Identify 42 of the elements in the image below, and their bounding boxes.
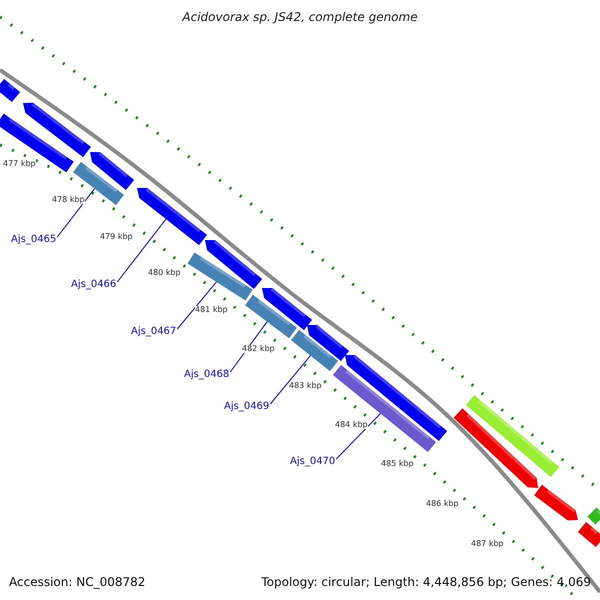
gene-bar xyxy=(307,325,350,362)
position-label: 482 kbp xyxy=(242,345,275,353)
gene-bar xyxy=(262,288,312,330)
gene-bar xyxy=(245,294,297,338)
gene-label: Ajs_0466 xyxy=(71,280,116,290)
gene-bar xyxy=(454,408,538,488)
gene-label: Ajs_0469 xyxy=(224,402,270,412)
gene-bar xyxy=(205,240,262,289)
gene-bar xyxy=(290,330,338,372)
position-label: 487 kbp xyxy=(471,540,504,548)
position-label: 485 kbp xyxy=(381,460,414,468)
accession-text: Accession: NC_008782 xyxy=(9,576,146,588)
gene-bar xyxy=(587,507,600,525)
gene-label: Ajs_0467 xyxy=(131,327,176,337)
genome-info-text: Topology: circular; Length: 4,448,856 bp; Genes: 4,069 xyxy=(261,576,591,588)
gene-label: Ajs_0468 xyxy=(184,370,230,380)
position-label: 477 kbp xyxy=(3,160,36,168)
gene-bar xyxy=(332,364,436,452)
leader-line xyxy=(270,355,311,404)
position-label: 478 kbp xyxy=(52,196,85,204)
leader-line xyxy=(176,281,217,330)
gene-label: Ajs_0470 xyxy=(290,457,336,467)
gene-bar xyxy=(137,188,208,246)
gene-bar xyxy=(466,395,560,477)
position-label: 483 kbp xyxy=(289,382,322,390)
title: Acidovorax sp. JS42, complete genome xyxy=(180,11,419,23)
gene-bar xyxy=(0,78,20,102)
gene-label: Ajs_0465 xyxy=(11,235,56,245)
leader-line xyxy=(336,413,381,460)
leader-line xyxy=(116,218,166,282)
gene-bar xyxy=(188,252,252,300)
gene-bar xyxy=(534,484,578,520)
position-label: 481 kbp xyxy=(195,306,228,314)
position-label: 484 kbp xyxy=(335,421,368,429)
gene-bar xyxy=(0,114,74,172)
gene-bar xyxy=(578,522,600,547)
gene-bar xyxy=(23,102,91,158)
gene-bar xyxy=(90,152,134,190)
leader-line xyxy=(230,321,268,372)
position-label: 486 kbp xyxy=(426,500,459,508)
position-label: 480 kbp xyxy=(148,269,181,277)
leader-line xyxy=(56,188,96,238)
